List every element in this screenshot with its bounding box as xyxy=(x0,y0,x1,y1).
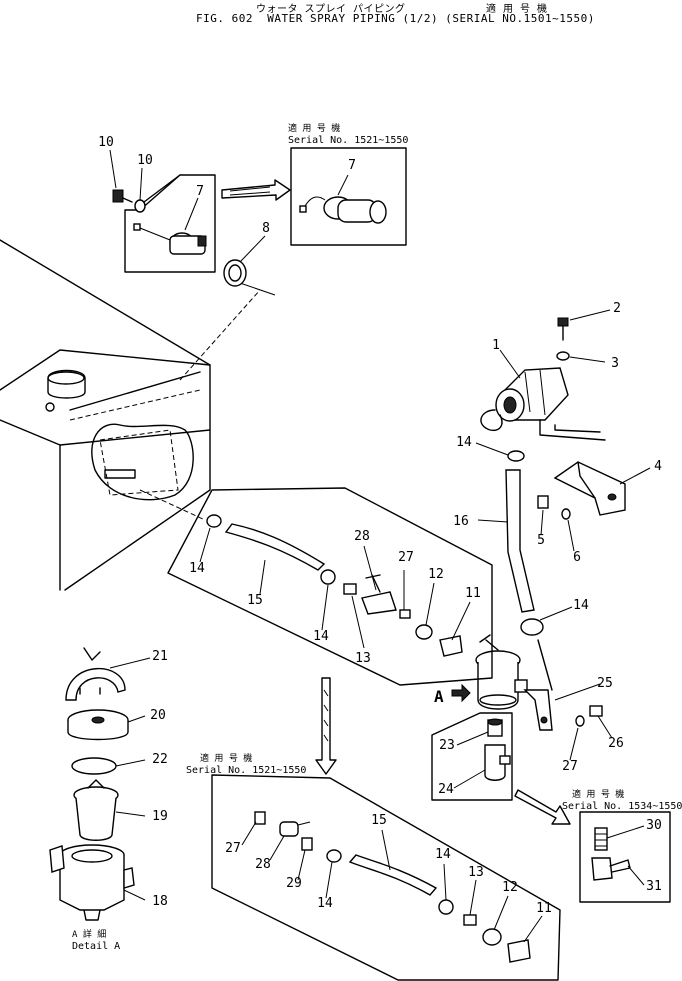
part-2-screw xyxy=(557,317,569,327)
header-kana-right: 適 用 号 機 xyxy=(486,4,548,15)
callout-5: 5 xyxy=(537,533,545,548)
part-25-bolt xyxy=(589,705,603,717)
callout-20: 21 xyxy=(152,649,168,664)
callout-14-b: 14 xyxy=(573,598,589,613)
callout-8: 8 xyxy=(262,221,270,236)
callout-14-d: 14 xyxy=(313,629,329,644)
callout-14-c: 14 xyxy=(189,561,205,576)
callout-24: 25 xyxy=(597,676,613,691)
callout-12-b: 12 xyxy=(502,880,518,895)
view-arrow-label: A xyxy=(434,687,444,706)
middle-assembly-box xyxy=(167,487,493,686)
callout-21: 22 xyxy=(152,752,168,767)
callout-13-b: 13 xyxy=(468,865,484,880)
callout-25: 26 xyxy=(608,736,624,751)
callout-27-b: 27 xyxy=(225,841,241,856)
callout-14-f: 14 xyxy=(435,847,451,862)
part-1-pump xyxy=(480,367,606,441)
part-9-bolt xyxy=(112,189,124,203)
water-tank xyxy=(0,239,276,591)
leader-lines xyxy=(109,149,651,943)
serial-note-3-jp: 適 用 号 機 xyxy=(572,790,625,800)
callout-10: 10 xyxy=(137,153,153,168)
callout-17: 18 xyxy=(152,894,168,909)
callout-29: 29 xyxy=(286,876,302,891)
part-3-washer xyxy=(556,351,570,361)
callout-11-a: 11 xyxy=(465,586,481,601)
part-7-inset xyxy=(124,174,216,273)
part-6-washer xyxy=(561,508,571,520)
serial-note-1-jp: 適 用 号 機 xyxy=(288,124,341,134)
callout-14-a: 14 xyxy=(456,435,472,450)
callout-6: 6 xyxy=(573,550,581,565)
callout-9: 10 xyxy=(98,135,114,150)
callout-7-right: 7 xyxy=(348,158,356,173)
part-8-gasket xyxy=(223,259,247,287)
detail-a-parts xyxy=(49,647,135,921)
serial-note-1: Serial No. 1521~1550 xyxy=(288,135,409,146)
callout-1: 1 xyxy=(492,338,500,353)
callout-30: 30 xyxy=(646,818,662,833)
part-5-bolt xyxy=(537,495,549,509)
callout-7-left: 7 xyxy=(196,184,204,199)
serial-note-2-jp: 適 用 号 機 xyxy=(200,754,253,764)
strainer-assembly xyxy=(475,634,553,731)
callout-19: 20 xyxy=(150,708,166,723)
transition-arrow-2 xyxy=(315,677,337,775)
callout-31: 31 xyxy=(646,879,662,894)
callout-22: 23 xyxy=(439,738,455,753)
callout-18: 19 xyxy=(152,809,168,824)
serial-box-top xyxy=(290,147,407,246)
callout-15-b: 15 xyxy=(371,813,387,828)
part-14-clamp-right xyxy=(520,618,544,636)
transition-arrow-1 xyxy=(221,179,291,201)
callout-16: 16 xyxy=(453,514,469,529)
callout-28-b: 28 xyxy=(255,857,271,872)
part-16-hose xyxy=(505,469,535,613)
callout-23: 24 xyxy=(438,782,454,797)
serial-note-3: Serial No. 1534~1550 xyxy=(562,801,682,812)
callout-26: 27 xyxy=(562,759,578,774)
transition-arrow-3 xyxy=(514,789,571,825)
callout-28-a: 28 xyxy=(354,529,370,544)
part-4-bracket xyxy=(553,461,626,516)
part-10-washer xyxy=(134,199,146,213)
serial-note-2: Serial No. 1521~1550 xyxy=(186,765,307,776)
detail-label-jp: A 詳 細 xyxy=(72,930,107,940)
lower-assembly-box xyxy=(211,774,561,981)
callout-11-b: 11 xyxy=(536,901,552,916)
part-30-31-box xyxy=(579,811,671,903)
detail-label: Detail A xyxy=(72,941,121,952)
part-22-23-box xyxy=(431,712,513,801)
view-arrow-icon xyxy=(451,683,471,703)
part-14-clamp-upper xyxy=(507,450,525,462)
callout-2: 2 xyxy=(613,301,621,316)
callout-15-a: 15 xyxy=(247,593,263,608)
callout-14-e: 14 xyxy=(317,896,333,911)
part-26-washer xyxy=(575,715,585,727)
callout-3: 3 xyxy=(611,356,619,371)
callout-27-a: 27 xyxy=(398,550,414,565)
header-kana: ウォータ スプレイ パイピング xyxy=(256,4,406,15)
figure-title: FIG. 602 WATER SPRAY PIPING (1/2) (SERIA… xyxy=(196,12,595,25)
callout-13-a: 13 xyxy=(355,651,371,666)
callout-4: 4 xyxy=(654,459,662,474)
callout-12-a: 12 xyxy=(428,567,444,582)
